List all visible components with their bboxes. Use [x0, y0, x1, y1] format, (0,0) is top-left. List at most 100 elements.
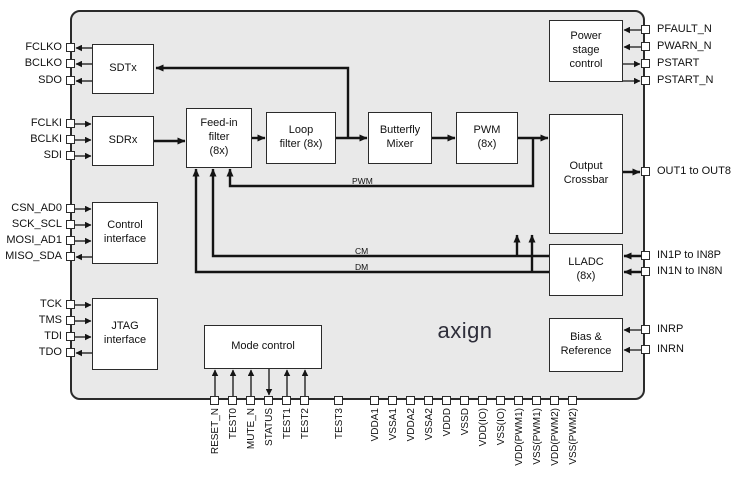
block-loop-filter: Loop filter (8x) — [266, 112, 336, 164]
pin-vdd-io-pad — [478, 396, 487, 405]
pin-vss-pwm2-label: VSS(PWM2) — [568, 408, 579, 465]
wire-label-dm: DM — [355, 262, 369, 272]
block-sdtx: SDTx — [92, 44, 154, 94]
pin-sck-scl-pad — [66, 220, 75, 229]
pin-mute-n-label: MUTE_N — [246, 408, 257, 450]
pin-tms-pad — [66, 316, 75, 325]
pin-in1p-in8p-label: IN1P to IN8P — [657, 249, 721, 261]
pin-bclko-label: BCLKO — [24, 57, 62, 69]
wire-label-cm: CM — [355, 246, 369, 256]
pin-sdo-label: SDO — [38, 74, 62, 86]
pin-pstart-label: PSTART — [657, 57, 700, 69]
pin-fclko-pad — [66, 43, 75, 52]
pin-sdi-label: SDI — [43, 149, 62, 161]
pin-miso-sda-label: MISO_SDA — [5, 250, 62, 262]
pin-tck-label: TCK — [40, 298, 62, 310]
pin-test0-pad — [228, 396, 237, 405]
pin-status-pad — [264, 396, 273, 405]
pin-in1n-in8n-pad — [641, 267, 650, 276]
pin-vssa2-pad — [424, 396, 433, 405]
pin-pstart-n-label: PSTART_N — [657, 74, 714, 86]
pin-vdda2-label: VDDA2 — [406, 408, 417, 442]
pin-vdda1-label: VDDA1 — [370, 408, 381, 442]
pin-in1p-in8p-pad — [641, 251, 650, 260]
pin-mosi-ad1-label: MOSI_AD1 — [6, 234, 62, 246]
pin-test1-pad — [282, 396, 291, 405]
axign-logo: axign — [437, 318, 493, 343]
pin-vssa1-pad — [388, 396, 397, 405]
block-mode-control: Mode control — [204, 325, 322, 369]
pin-inrn-pad — [641, 345, 650, 354]
pin-tck-pad — [66, 300, 75, 309]
pin-in1n-in8n-label: IN1N to IN8N — [657, 265, 723, 277]
pin-vss-io-pad — [496, 396, 505, 405]
pin-vdd-pwm2-pad — [550, 396, 559, 405]
pin-vdd-io-label: VDD(IO) — [478, 408, 489, 447]
block-output-crossbar: Output Crossbar — [549, 114, 623, 234]
pin-inrp-pad — [641, 325, 650, 334]
pin-test0-label: TEST0 — [228, 408, 239, 440]
pin-mute-n-pad — [246, 396, 255, 405]
pin-test1-label: TEST1 — [282, 408, 293, 440]
pin-pfault-n-label: PFAULT_N — [657, 23, 712, 35]
pin-vddd-pad — [442, 396, 451, 405]
pin-tdi-label: TDI — [44, 330, 62, 342]
pin-test2-pad — [300, 396, 309, 405]
pin-vdda2-pad — [406, 396, 415, 405]
block-control-interface: Control interface — [92, 202, 158, 264]
block-power-stage-control: Power stage control — [549, 20, 623, 82]
pin-pstart-pad — [641, 59, 650, 68]
pin-test3-label: TEST3 — [334, 408, 345, 440]
pin-vssd-pad — [460, 396, 469, 405]
pin-tdo-label: TDO — [38, 346, 62, 358]
pin-pwarn-n-label: PWARN_N — [657, 40, 712, 52]
pin-out1-out8-label: OUT1 to OUT8 — [657, 165, 731, 177]
pin-tms-label: TMS — [38, 314, 62, 326]
pin-reset-n-label: RESET_N — [210, 408, 221, 455]
pin-vss-pwm2-pad — [568, 396, 577, 405]
pin-mosi-ad1-pad — [66, 236, 75, 245]
pin-csn-ad0-pad — [66, 204, 75, 213]
pin-status-label: STATUS — [264, 408, 275, 446]
pin-fclki-label: FCLKI — [30, 117, 62, 129]
pin-vdd-pwm2-label: VDD(PWM2) — [550, 408, 561, 466]
pin-vss-pwm1-pad — [532, 396, 541, 405]
pin-sdi-pad — [66, 151, 75, 160]
pin-vddd-label: VDDD — [442, 408, 453, 437]
pin-vdd-pwm1-label: VDD(PWM1) — [514, 408, 525, 466]
block-sdrx: SDRx — [92, 116, 154, 166]
pin-out1-out8-pad — [641, 167, 650, 176]
pin-csn-ad0-label: CSN_AD0 — [11, 202, 62, 214]
pin-test2-label: TEST2 — [300, 408, 311, 440]
pin-bclki-label: BCLKI — [30, 133, 62, 145]
wire-label-pwm: PWM — [352, 176, 373, 186]
block-feedin-filter: Feed-in filter (8x) — [186, 108, 252, 168]
pin-bclko-pad — [66, 59, 75, 68]
block-lladc: LLADC (8x) — [549, 244, 623, 296]
pin-pstart-n-pad — [641, 76, 650, 85]
pin-vss-io-label: VSS(IO) — [496, 408, 507, 446]
pin-fclki-pad — [66, 119, 75, 128]
pin-test3-pad — [334, 396, 343, 405]
pin-bclki-pad — [66, 135, 75, 144]
pin-vssd-label: VSSD — [460, 408, 471, 436]
pin-vssa2-label: VSSA2 — [424, 408, 435, 441]
pin-vdd-pwm1-pad — [514, 396, 523, 405]
pin-tdo-pad — [66, 348, 75, 357]
pin-miso-sda-pad — [66, 252, 75, 261]
pin-tdi-pad — [66, 332, 75, 341]
block-butterfly-mixer: Butterfly Mixer — [368, 112, 432, 164]
pin-inrp-label: INRP — [657, 323, 684, 335]
block-jtag-interface: JTAG interface — [92, 298, 158, 370]
pin-sck-scl-label: SCK_SCL — [11, 218, 62, 230]
pin-fclko-label: FCLKO — [25, 41, 62, 53]
block-bias-reference: Bias & Reference — [549, 318, 623, 372]
pin-reset-n-pad — [210, 396, 219, 405]
block-pwm: PWM (8x) — [456, 112, 518, 164]
pin-vssa1-label: VSSA1 — [388, 408, 399, 441]
pin-pwarn-n-pad — [641, 42, 650, 51]
pin-pfault-n-pad — [641, 25, 650, 34]
pin-vdda1-pad — [370, 396, 379, 405]
pin-vss-pwm1-label: VSS(PWM1) — [532, 408, 543, 465]
